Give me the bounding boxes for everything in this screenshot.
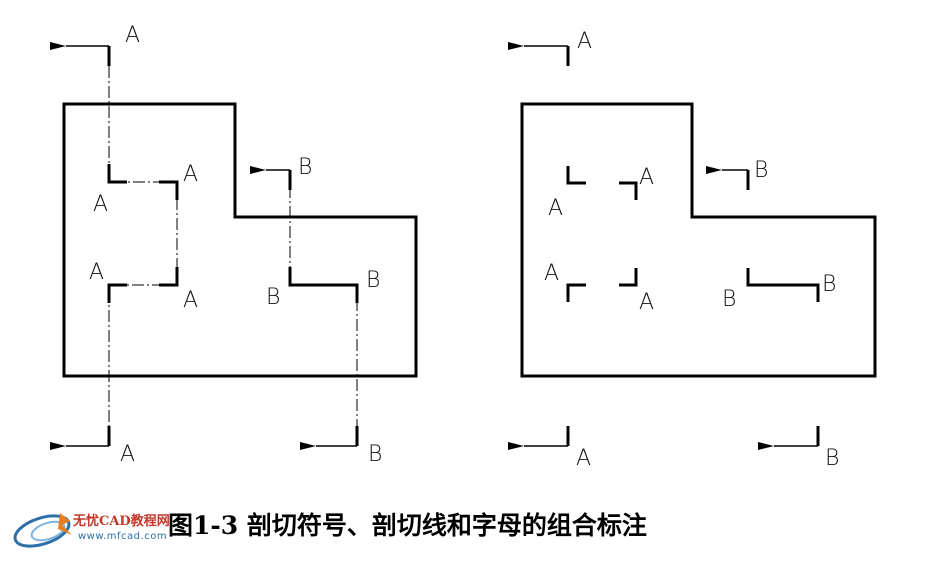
left-direction-arrows [50, 42, 357, 450]
section-stroke-a-bend2 [619, 181, 638, 200]
letter-a: A [577, 29, 592, 54]
letter-a: A [183, 288, 198, 313]
left-figure: A A A A A A B B B B [50, 23, 418, 467]
logo-swoosh-icon [13, 513, 72, 548]
cutting-line-b [289, 186, 358, 430]
letter-a: A [89, 260, 104, 285]
letter-a: A [576, 446, 591, 471]
left-l-shape-outline [62, 102, 418, 378]
right-l-shape-outline [520, 102, 877, 378]
letter-a: A [93, 192, 108, 217]
right-direction-arrows [508, 42, 818, 450]
letter-b: B [366, 268, 380, 293]
left-cutting-lines [108, 66, 358, 430]
letter-a: A [544, 261, 559, 286]
letter-b: B [266, 285, 280, 310]
letter-a: A [639, 290, 654, 315]
right-figure: A A A A A A B B B B [508, 29, 877, 471]
section-stroke-a-bend3 [159, 267, 179, 287]
logo-site-url: www.mfcad.com [78, 531, 168, 542]
letter-b: B [825, 446, 839, 471]
left-letters: A A A A A A B B B B [89, 23, 382, 467]
section-stroke-a-bend1 [566, 166, 586, 185]
section-stroke-a-bend2 [159, 180, 179, 200]
cutting-line-a [108, 66, 178, 430]
letter-b: B [822, 272, 836, 297]
letter-a: A [639, 165, 654, 190]
letter-b: B [754, 158, 768, 183]
letter-b: B [368, 442, 382, 467]
section-stroke-a-bend4 [107, 283, 127, 303]
letter-a: A [183, 162, 198, 187]
section-stroke-a-bend3 [619, 268, 638, 287]
letter-a: A [548, 196, 563, 221]
figure-caption: 图1-3 剖切符号、剖切线和字母的组合标注 [168, 511, 647, 540]
letter-b: B [298, 155, 312, 180]
letter-b: B [722, 287, 736, 312]
section-stroke-b-bend [288, 267, 359, 303]
letter-a: A [120, 442, 135, 467]
right-section-strokes [566, 46, 820, 446]
left-section-strokes [107, 46, 359, 446]
section-stroke-a-bend1 [107, 164, 127, 184]
logo-site-name: 无忧CAD教程网 [73, 514, 170, 529]
section-stroke-a-bend4 [566, 283, 586, 302]
letter-a: A [125, 23, 140, 48]
section-stroke-b-bend [746, 268, 820, 302]
right-letters: A A A A A A B B B B [544, 29, 839, 471]
